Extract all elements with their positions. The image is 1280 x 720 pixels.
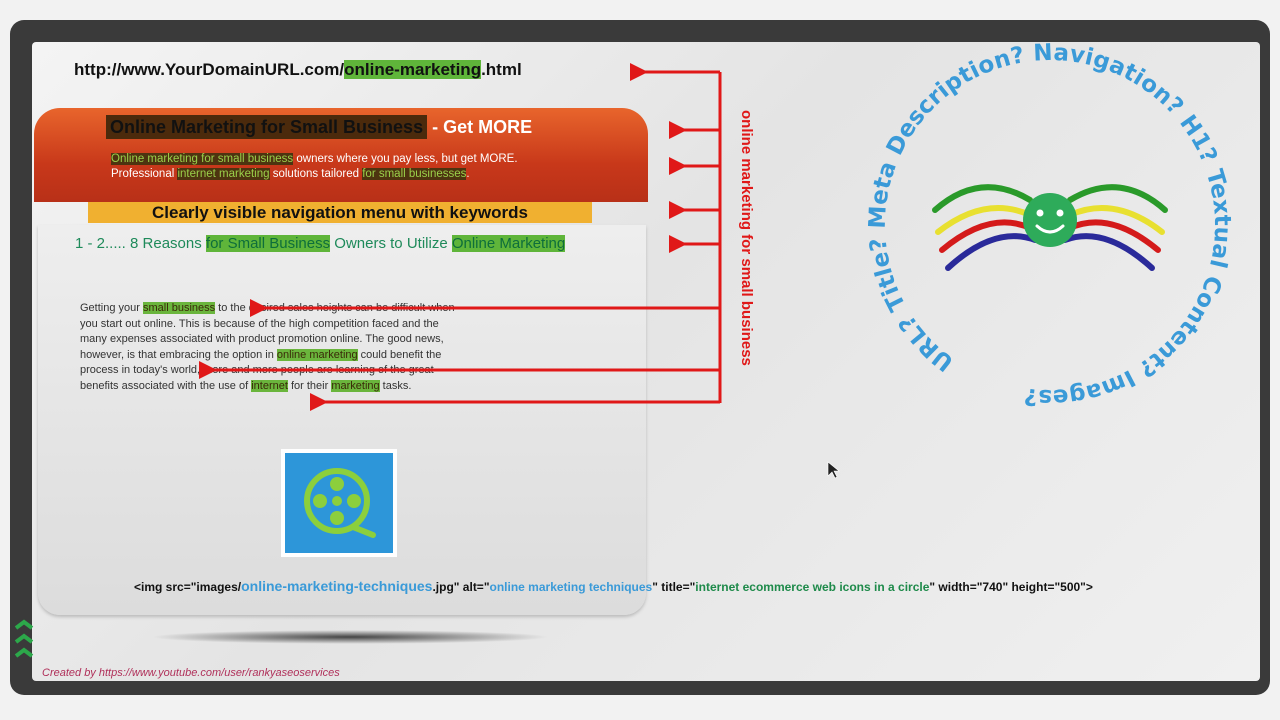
heading-text: 1 - 2..... 8 Reasons bbox=[75, 235, 206, 252]
meta-text: Professional bbox=[111, 168, 178, 180]
arrow-label: online marketing for small business bbox=[738, 109, 755, 366]
spider-logo bbox=[932, 184, 1168, 271]
heading-keyword: for Small Business bbox=[205, 235, 331, 252]
meta-description: Online marketing for small business owne… bbox=[111, 152, 518, 182]
smiley-face-icon bbox=[1023, 193, 1077, 247]
heading-keyword: Online Marketing bbox=[451, 235, 566, 252]
film-reel-icon bbox=[304, 468, 376, 538]
url-suffix: .html bbox=[481, 60, 522, 79]
h1-heading: 1 - 2..... 8 Reasons for Small Business … bbox=[75, 235, 566, 252]
green-chevrons-icon bbox=[14, 619, 34, 658]
body-text-run: for their bbox=[287, 379, 332, 392]
title-keyword: Online Marketing for Small Business bbox=[106, 115, 428, 139]
meta-text: solutions tailored bbox=[269, 168, 363, 180]
body-text: Getting your small business to the desir… bbox=[80, 301, 465, 394]
mouse-cursor-icon bbox=[827, 461, 840, 479]
film-reel-image bbox=[281, 449, 397, 557]
img-tag-code: <img src="images/online-marketing-techni… bbox=[134, 578, 1093, 594]
body-text-run: Getting your bbox=[80, 302, 143, 314]
page-url: http://www.YourDomainURL.com/online-mark… bbox=[74, 60, 522, 80]
url-keyword: online-marketing bbox=[344, 60, 482, 79]
page-title: Online Marketing for Small Business - Ge… bbox=[106, 115, 533, 139]
meta-keyword: for small businesses bbox=[362, 168, 467, 180]
navigation-menu[interactable]: Clearly visible navigation menu with key… bbox=[88, 202, 592, 223]
body-keyword: online marketing bbox=[276, 348, 358, 361]
code-filename: online-marketing-techniques bbox=[241, 578, 433, 594]
url-prefix: http://www.YourDomainURL.com/ bbox=[74, 60, 345, 79]
body-keyword: small business bbox=[142, 302, 216, 314]
heading-text: Owners to Utilize bbox=[330, 235, 452, 252]
code-alt: online marketing techniques bbox=[489, 580, 653, 594]
code-text: " title=" bbox=[652, 580, 696, 594]
code-text: .jpg" alt=" bbox=[432, 580, 490, 594]
mockup-shadow bbox=[150, 630, 550, 644]
body-text-run: tasks. bbox=[379, 379, 412, 392]
code-text: <img src="images/ bbox=[134, 580, 242, 594]
body-keyword: marketing bbox=[331, 379, 380, 392]
meta-keyword: Online marketing for small business bbox=[111, 153, 294, 165]
credit-text: Created by https://www.youtube.com/user/… bbox=[42, 667, 340, 679]
code-title: internet ecommerce web icons in a circle bbox=[695, 580, 930, 594]
meta-text: . bbox=[466, 168, 470, 180]
meta-keyword: internet marketing bbox=[177, 168, 270, 180]
body-keyword: internet bbox=[251, 379, 288, 392]
meta-text: owners where you pay less, but get MORE. bbox=[293, 153, 518, 165]
title-rest: - Get MORE bbox=[427, 117, 533, 137]
code-text: " width="740" height="500"> bbox=[929, 580, 1093, 594]
